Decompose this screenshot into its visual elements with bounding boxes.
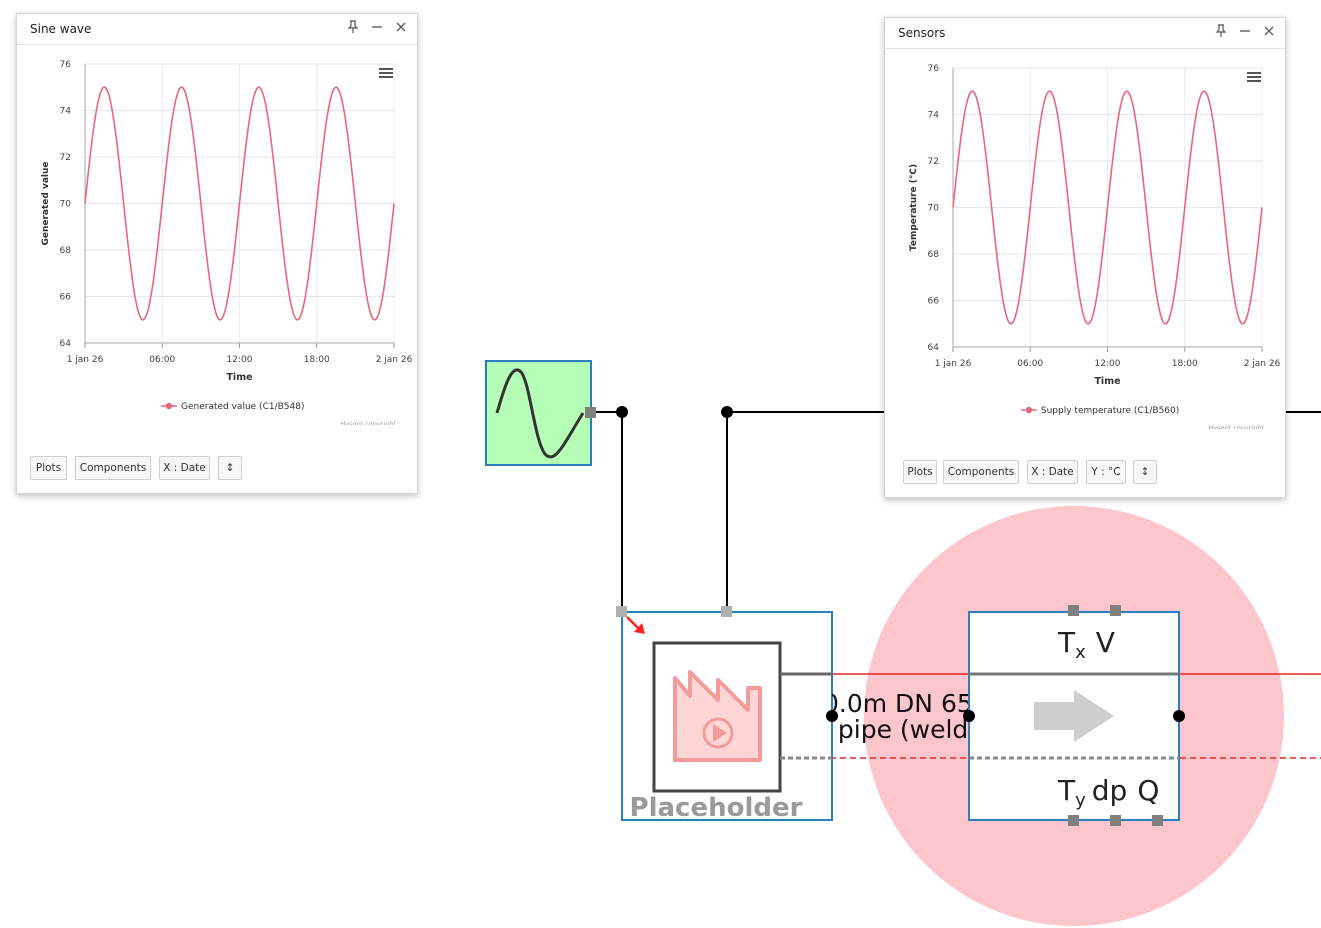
sensor-port[interactable] (1110, 815, 1121, 826)
x-tick-label: 2 jan 26 (1244, 359, 1281, 369)
copyright-text: Hysopt copyright (1208, 424, 1264, 429)
pin-icon[interactable] (1213, 24, 1229, 40)
plots-button[interactable]: Plots (903, 460, 937, 484)
y-tick-label: 72 (928, 157, 939, 167)
hamburger-line (379, 72, 393, 74)
x-axis-label: Time (1094, 376, 1120, 387)
panel-header[interactable]: Sine wave (17, 14, 417, 45)
y-tick-label: 68 (60, 246, 72, 256)
flow-arrow-icon (1034, 690, 1114, 742)
x-axis-button[interactable]: X : Date (159, 456, 210, 480)
hamburger-line (1247, 80, 1261, 82)
pipe-endpoint-dot[interactable] (1173, 710, 1185, 722)
hamburger-line (379, 76, 393, 78)
series-line[interactable] (84, 86, 395, 321)
y-tick-label: 70 (60, 200, 72, 210)
y-tick-label: 70 (928, 204, 940, 214)
hamburger-menu-icon[interactable] (1247, 72, 1261, 82)
resize-button[interactable]: ↕ (1133, 460, 1157, 484)
sine-wave-chart[interactable]: 64 66 68 70 72 74 76 1 jan 26 06:00 12:00 18:00 2 j… (17, 45, 417, 425)
panel-header[interactable]: Sensors (885, 18, 1285, 49)
resize-button[interactable]: ↕ (218, 456, 242, 480)
y-tick-label: 76 (60, 60, 72, 70)
legend-marker (1025, 406, 1033, 414)
factory-pump-icon (673, 670, 762, 762)
x-tick-label: 1 jan 26 (67, 355, 104, 365)
x-tick-label: 1 jan 26 (935, 359, 972, 369)
sensor-port[interactable] (1068, 815, 1079, 826)
pipe-text-line2: l pipe (weld (823, 715, 968, 744)
y-axis-label: Temperature (°C) (909, 164, 919, 251)
y-tick-label: 68 (928, 250, 940, 260)
series-line[interactable] (952, 90, 1263, 325)
legend-item[interactable]: Supply temperature (C1/B560) (1041, 406, 1179, 416)
placeholder-port-right[interactable] (721, 606, 732, 617)
pipe-text-line1: 0.0m DN 65 (823, 689, 973, 718)
x-tick-label: 06:00 (1017, 359, 1043, 369)
hamburger-menu-icon[interactable] (379, 68, 393, 78)
pipe-endpoint-dot[interactable] (963, 710, 975, 722)
components-button[interactable]: Components (943, 460, 1019, 484)
sensor-port[interactable] (1110, 605, 1121, 616)
y-tick-label: 66 (928, 297, 940, 307)
components-button[interactable]: Components (75, 456, 151, 480)
placeholder-component[interactable]: Placeholder (616, 606, 833, 823)
y-axis-button[interactable]: Y : °C (1086, 460, 1126, 484)
y-tick-label: 64 (60, 339, 72, 349)
sine-source-component[interactable] (485, 360, 596, 466)
x-tick-label: 18:00 (1172, 359, 1198, 369)
sensor-port[interactable] (1068, 605, 1079, 616)
x-tick-label: 18:00 (304, 355, 330, 365)
x-axis-label: Time (226, 372, 252, 383)
x-tick-label: 06:00 (149, 355, 175, 365)
pipe-label[interactable]: 0.0m DN 65 l pipe (weld (823, 689, 973, 744)
y-tick-label: 76 (928, 64, 940, 74)
x-tick-label: 12:00 (227, 355, 253, 365)
plots-button[interactable]: Plots (30, 456, 67, 480)
sensors-chart[interactable]: 64 66 68 70 72 74 76 1 jan 26 06:00 12:00 18:00 2 j… (885, 49, 1285, 429)
sensors-panel[interactable]: Sensors 64 66 68 70 72 74 76 1 jan 26 06:00 12:00… (884, 17, 1286, 498)
y-tick-label: 72 (60, 153, 71, 163)
x-tick-label: 2 jan 26 (376, 355, 413, 365)
junction-dot[interactable] (721, 406, 733, 418)
y-tick-label: 74 (60, 107, 72, 117)
copyright-text: Hysopt copyright (340, 420, 396, 425)
y-tick-label: 64 (928, 343, 940, 353)
minimize-icon[interactable] (369, 20, 385, 36)
minimize-icon[interactable] (1237, 24, 1253, 40)
y-tick-label: 74 (928, 111, 940, 121)
connection-arrow-icon (626, 616, 645, 634)
placeholder-label: Placeholder (630, 793, 803, 823)
panel-title: Sensors (898, 26, 946, 40)
sensor-port[interactable] (1152, 815, 1163, 826)
hamburger-line (1247, 72, 1261, 74)
sine-wave-icon (495, 368, 585, 459)
junction-dot[interactable] (616, 406, 628, 418)
sine-wave-panel[interactable]: Sine wave 64 66 68 70 72 74 76 1 jan 26 06:00 12:… (16, 13, 418, 494)
y-axis-label: Generated value (41, 161, 51, 245)
pin-icon[interactable] (345, 20, 361, 36)
x-tick-label: 12:00 (1095, 359, 1121, 369)
hamburger-line (379, 68, 393, 70)
legend-item[interactable]: Generated value (C1/B548) (181, 402, 304, 412)
source-output-port[interactable] (585, 407, 596, 418)
legend-marker (165, 402, 173, 410)
y-tick-label: 66 (60, 293, 72, 303)
hamburger-line (1247, 76, 1261, 78)
close-icon[interactable] (393, 20, 409, 36)
pipe-endpoint-dot[interactable] (826, 710, 838, 722)
close-icon[interactable] (1261, 24, 1277, 40)
placeholder-port-left[interactable] (616, 606, 627, 617)
x-axis-button[interactable]: X : Date (1027, 460, 1078, 484)
panel-title: Sine wave (30, 22, 92, 36)
